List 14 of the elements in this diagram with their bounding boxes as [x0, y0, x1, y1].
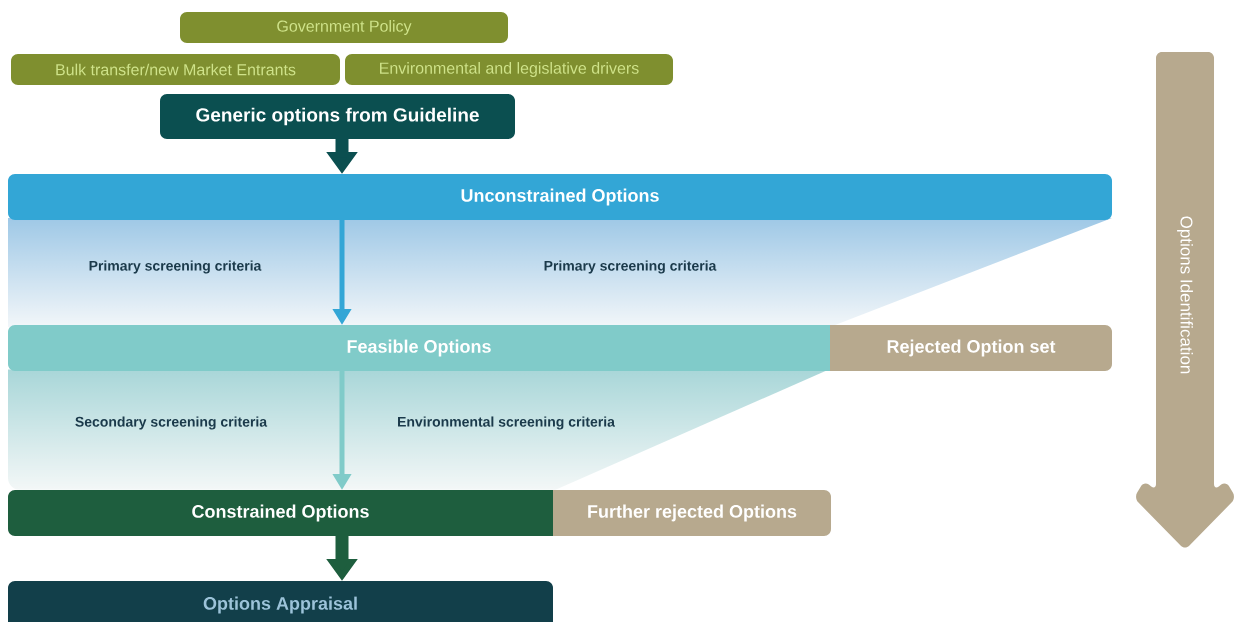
rejected-box: Rejected Option set — [830, 325, 1112, 371]
criteria-label: Environmental screening criteria — [398, 416, 615, 430]
process-box: Generic options from Guideline — [160, 94, 515, 139]
stage-bar: Constrained Options — [8, 490, 553, 536]
driver-box: Bulk transfer/new Market Entrants — [11, 54, 340, 85]
stage-bar: Feasible Options — [8, 325, 830, 371]
criteria-label: Primary screening criteria — [544, 260, 717, 274]
criteria-label: Secondary screening criteria — [75, 416, 268, 430]
stage-bar: Options Appraisal — [8, 581, 553, 622]
stage-bar: Unconstrained Options — [8, 174, 1112, 220]
driver-box: Government Policy — [180, 12, 508, 43]
criteria-label: Primary screening criteria — [89, 260, 262, 274]
driver-box: Environmental and legislative drivers — [345, 54, 673, 85]
rejected-box: Further rejected Options — [553, 490, 831, 536]
